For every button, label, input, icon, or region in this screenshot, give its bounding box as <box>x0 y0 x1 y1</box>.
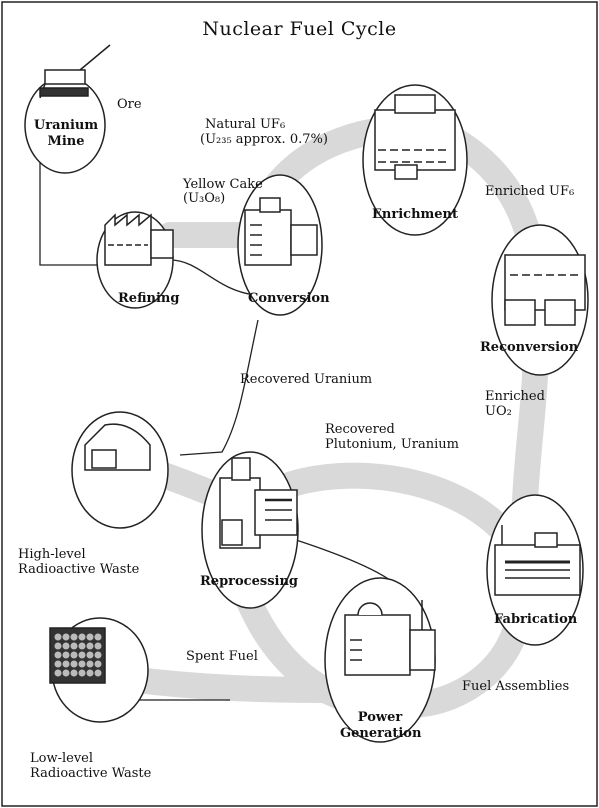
label-enriched-uf6: Enriched UF₆ <box>485 185 574 199</box>
label-natural-uf6-note: (U₂₃₅ approx. 0.7%) <box>200 133 328 147</box>
label-high-level-waste-line2: Radioactive Waste <box>18 563 139 577</box>
label-enrichment: Enrichment <box>372 208 458 222</box>
label-recovered-uranium: Recovered Uranium <box>240 373 372 387</box>
llw-drums-icon <box>50 628 105 683</box>
label-natural-uf6: Natural UF₆ <box>205 118 285 132</box>
label-reprocessing: Reprocessing <box>200 575 298 589</box>
label-uranium-mine: Uranium Mine <box>28 118 104 150</box>
label-refining: Refining <box>118 292 179 306</box>
line-recovered-uranium <box>180 320 258 455</box>
label-enriched-uo2-line1: Enriched <box>485 390 545 404</box>
factory-icon <box>105 215 173 265</box>
label-recovered-pu-line2: Plutonium, Uranium <box>325 438 459 452</box>
label-conversion: Conversion <box>248 292 330 306</box>
label-fabrication: Fabrication <box>494 613 577 627</box>
reconversion-building-icon <box>505 255 585 325</box>
label-spent-fuel: Spent Fuel <box>186 650 258 664</box>
label-power-generation: Power Generation <box>340 710 420 742</box>
label-ore: Ore <box>117 98 142 112</box>
label-low-level-waste-line2: Radioactive Waste <box>30 767 151 781</box>
label-yellow-cake: Yellow Cake <box>183 178 263 192</box>
label-yellow-cake-formula: (U₃O₈) <box>183 192 225 206</box>
label-recovered-pu-line1: Recovered <box>325 423 395 437</box>
label-enriched-uo2-line2: UO₂ <box>485 405 512 419</box>
label-high-level-waste-line1: High-level <box>18 548 86 562</box>
label-fuel-assemblies: Fuel Assemblies <box>462 680 569 694</box>
band-reprocessing-fabrication <box>265 476 515 545</box>
label-low-level-waste-line1: Low-level <box>30 752 93 766</box>
label-reconversion: Reconversion <box>480 341 578 355</box>
excavator-icon <box>40 45 110 98</box>
diagram-title: Nuclear Fuel Cycle <box>0 18 599 40</box>
